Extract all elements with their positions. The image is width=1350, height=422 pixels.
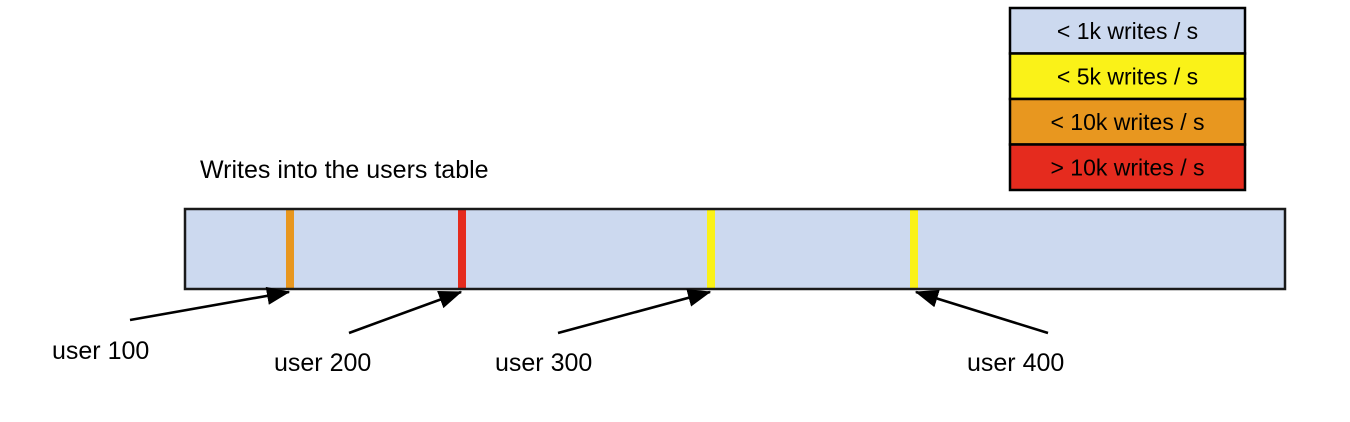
legend-label: < 10k writes / s — [1050, 109, 1204, 135]
legend-item-3: > 10k writes / s — [1008, 143, 1247, 192]
legend-label: > 10k writes / s — [1050, 154, 1204, 180]
diagram-title: Writes into the users table — [200, 156, 489, 184]
callout-label: user 200 — [274, 349, 371, 377]
callout-label: user 400 — [967, 349, 1064, 377]
legend-label: < 5k writes / s — [1057, 63, 1198, 89]
shard-markers-group — [286, 210, 918, 288]
marker-user-200 — [458, 210, 466, 288]
callout-user-100: user 100 — [52, 286, 291, 365]
marker-user-300 — [707, 210, 715, 288]
marker-user-100 — [286, 210, 294, 288]
users-table-bar — [185, 209, 1285, 289]
callout-user-300: user 300 — [495, 288, 712, 377]
marker-user-400 — [910, 210, 918, 288]
callout-user-400: user 400 — [914, 289, 1064, 377]
callouts-group: user 100 user 200 user 300 user 400 — [52, 286, 1064, 377]
legend-swatch — [1008, 143, 1247, 192]
callout-label: user 300 — [495, 349, 592, 377]
legend-swatch — [1008, 97, 1247, 146]
legend: < 1k writes / s < 5k writes / s < 10k writ… — [1008, 6, 1247, 192]
callout-arrow — [348, 290, 463, 335]
callout-label: user 100 — [52, 337, 149, 365]
legend-label: < 1k writes / s — [1057, 18, 1198, 44]
callout-user-200: user 200 — [274, 290, 463, 377]
legend-item-2: < 10k writes / s — [1008, 97, 1247, 146]
legend-swatch — [1008, 6, 1247, 55]
users-table-bar-outline — [183, 207, 1287, 291]
legend-item-1: < 5k writes / s — [1008, 52, 1247, 101]
callout-arrow — [557, 288, 712, 335]
legend-item-0: < 1k writes / s — [1008, 6, 1247, 55]
callout-arrow — [129, 286, 291, 322]
callout-arrow — [914, 289, 1049, 335]
